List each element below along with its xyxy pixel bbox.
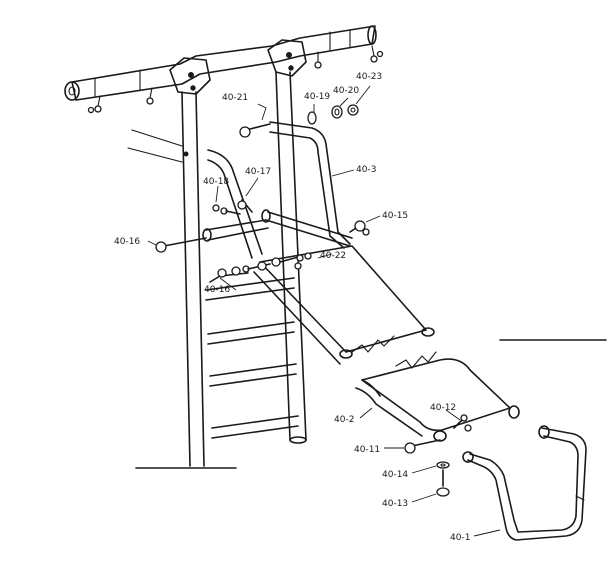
top-bar-fitting-right bbox=[267, 39, 307, 77]
hardware-40-16-lower bbox=[217, 261, 271, 278]
callout-40-14: 40-14 bbox=[382, 470, 408, 480]
callout-40-22: 40-22 bbox=[320, 251, 346, 261]
front-left-post bbox=[181, 91, 205, 467]
hardware-40-15 bbox=[349, 220, 370, 236]
hardware-40-17 bbox=[237, 199, 253, 213]
side-arm bbox=[127, 129, 189, 163]
leader-lines bbox=[147, 85, 501, 537]
callout-40-20: 40-20 bbox=[333, 86, 359, 96]
slide-bed-lower-40-2 bbox=[355, 351, 520, 442]
slide-foot-40-1 bbox=[462, 425, 587, 541]
callout-40-17: 40-17 bbox=[245, 167, 271, 177]
top-bar-fitting-left bbox=[169, 57, 211, 95]
hardware-40-22 bbox=[271, 252, 312, 270]
nut-40-23 bbox=[347, 104, 359, 116]
callout-40-2: 40-2 bbox=[334, 415, 354, 425]
slide-cross-bars bbox=[202, 209, 353, 247]
slide-rail-40-3 bbox=[269, 121, 351, 249]
slide-handle-left bbox=[207, 149, 263, 259]
callout-40-11: 40-11 bbox=[354, 445, 380, 455]
bolt-40-21 bbox=[239, 123, 271, 138]
callout-40-19: 40-19 bbox=[304, 92, 330, 102]
callout-40-23: 40-23 bbox=[356, 72, 382, 82]
slide-bed-upper bbox=[253, 245, 435, 365]
bolt-40-16-upper bbox=[155, 237, 207, 253]
callout-40-16-lower: 40-16 bbox=[204, 285, 230, 295]
callout-40-12: 40-12 bbox=[430, 403, 456, 413]
callout-40-21: 40-21 bbox=[222, 93, 248, 103]
callout-40-18: 40-18 bbox=[203, 177, 229, 187]
washer-40-19 bbox=[307, 111, 317, 125]
callout-40-13: 40-13 bbox=[382, 499, 408, 509]
top-bar-eye-bolts bbox=[87, 45, 384, 114]
bolt-40-12 bbox=[453, 414, 468, 429]
bolt-40-11 bbox=[404, 439, 441, 454]
hardware-40-18 bbox=[212, 204, 241, 215]
washer-40-14 bbox=[436, 461, 450, 469]
callout-40-15: 40-15 bbox=[382, 211, 408, 221]
top-bar bbox=[64, 25, 377, 101]
callout-40-1: 40-1 bbox=[450, 533, 470, 543]
washer-40-13 bbox=[436, 469, 450, 497]
callout-40-3: 40-3 bbox=[356, 165, 376, 175]
callout-40-16-upper: 40-16 bbox=[114, 237, 140, 247]
washer-40-20 bbox=[331, 105, 343, 119]
